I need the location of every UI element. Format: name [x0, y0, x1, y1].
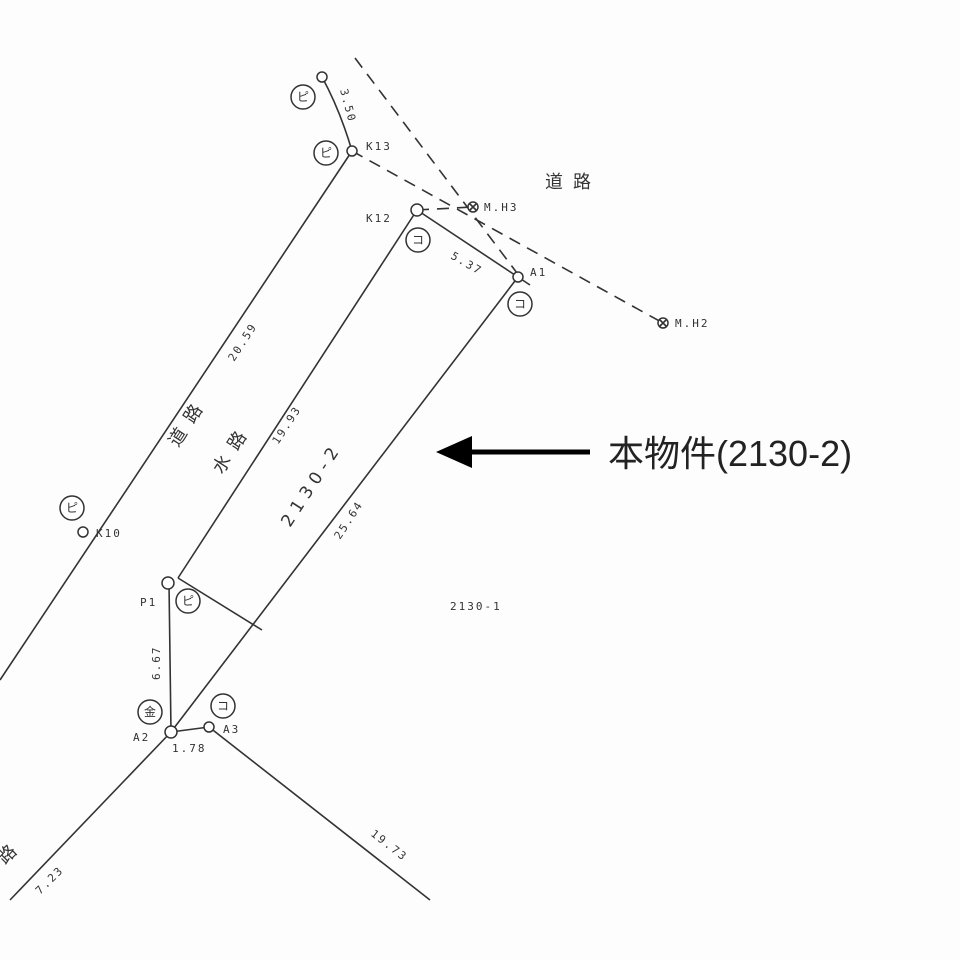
distance-p1-a2: 6.67	[150, 646, 163, 681]
ko-marker-icon: コ	[210, 693, 236, 719]
point-k13	[346, 145, 358, 157]
waterway-edge	[177, 209, 418, 579]
parcel-adjacent-label: 2130-1	[450, 600, 502, 613]
label-a2: A2	[133, 731, 150, 744]
road-label: 道路	[545, 172, 601, 193]
point-a3	[203, 721, 215, 733]
property-callout: 本物件(2130-2)	[608, 433, 852, 474]
pi-marker-icon: ピ	[313, 140, 339, 166]
ko-marker-icon: コ	[405, 227, 431, 253]
svg-text:ピ: ピ	[66, 501, 78, 515]
parcel-east-edge	[170, 276, 519, 733]
label-p1: P1	[140, 596, 157, 609]
point-k12	[410, 203, 424, 217]
svg-text:ピ: ピ	[320, 146, 332, 160]
distance-a3-south: 19.73	[368, 827, 410, 864]
boundary-a2-southwest	[9, 731, 172, 901]
point-top	[316, 71, 328, 83]
arrow-left-icon	[436, 436, 590, 468]
point-p1	[161, 576, 175, 590]
pi-marker-icon: ピ	[175, 588, 201, 614]
pi-marker-icon: ピ	[59, 495, 85, 521]
pi-marker-icon: ピ	[290, 84, 316, 110]
road-west-edge	[0, 150, 353, 681]
road-bottom-fragment: 路	[0, 834, 28, 869]
parcel-main-label: 2130-2	[277, 439, 346, 531]
boundary-p1-a2	[168, 582, 172, 733]
label-mh2: M.H2	[675, 317, 710, 330]
svg-text:コ: コ	[514, 297, 526, 311]
point-a1	[512, 271, 524, 283]
svg-text:ピ: ピ	[182, 594, 194, 608]
road-left-length: 20.59	[226, 320, 260, 363]
svg-text:金: 金	[144, 704, 156, 719]
svg-text:コ: コ	[412, 233, 424, 247]
label-mh3: M.H3	[484, 201, 519, 214]
svg-text:ピ: ピ	[297, 90, 309, 104]
manhole-mh3-icon	[467, 201, 479, 213]
dashed-line-k12-mh3	[416, 206, 474, 211]
svg-text:コ: コ	[217, 699, 229, 713]
distance-a2-a3: 1.78	[172, 742, 207, 755]
kin-marker-icon: 金	[137, 699, 163, 725]
distance-a2-southwest: 7.23	[33, 864, 67, 898]
boundary-top-curve	[321, 76, 353, 152]
distance-k12-a1: 5.37	[449, 249, 485, 278]
boundary-k12-a1	[416, 209, 531, 286]
label-k13: K13	[366, 140, 392, 153]
manhole-mh2-icon	[657, 317, 669, 329]
point-k10	[77, 526, 89, 538]
label-k12: K12	[366, 212, 392, 225]
boundary-a3-south	[208, 726, 431, 901]
label-a3: A3	[223, 723, 240, 736]
ko-marker-icon: コ	[507, 291, 533, 317]
distance-east: 25.64	[332, 498, 366, 541]
parcel-south-edge	[177, 577, 263, 631]
point-a2	[164, 725, 178, 739]
label-a1: A1	[530, 266, 547, 279]
dashed-line-top	[354, 57, 521, 278]
label-k10: K10	[96, 527, 122, 540]
